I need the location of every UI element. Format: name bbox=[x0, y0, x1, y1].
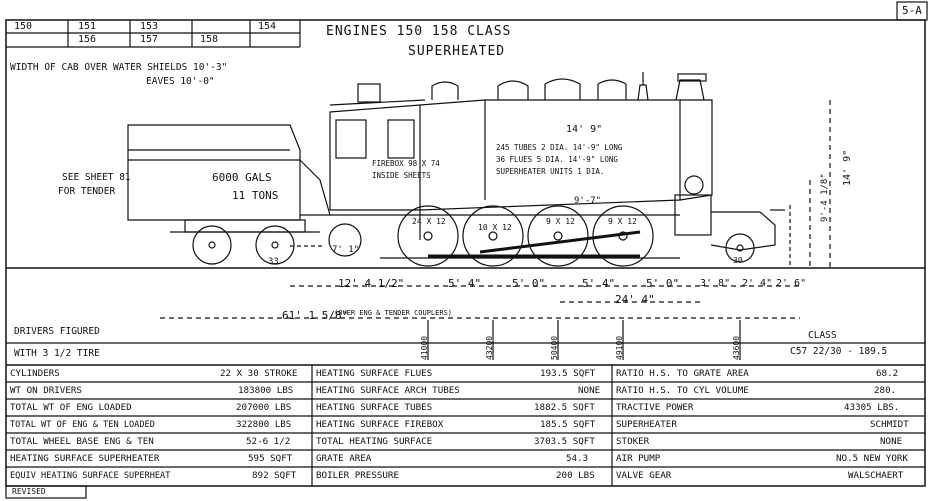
spec-value: 1882.5 SQFT bbox=[534, 402, 595, 413]
spec-value: 200 LBS bbox=[556, 470, 595, 481]
spec-value: 280. bbox=[874, 385, 897, 396]
overall-length-dim: 61' 1 5/8" bbox=[282, 309, 349, 322]
wheelbase-dim: 2' 4" bbox=[742, 278, 773, 289]
cab-width-note: WIDTH OF CAB OVER WATER SHIELDS 10'-3" bbox=[10, 62, 228, 73]
spec-value: NONE bbox=[578, 385, 601, 396]
spec-value: NONE bbox=[880, 436, 903, 447]
axle-load: 43600 bbox=[732, 335, 741, 360]
wheelbase-dim: 5' 0" bbox=[646, 277, 680, 290]
spec-label: VALVE GEAR bbox=[616, 470, 672, 481]
spec-label: TOTAL HEATING SURFACE bbox=[316, 436, 433, 447]
drivers-note: DRIVERS FIGURED bbox=[14, 326, 100, 337]
wheelbase-dim: 5' 4" bbox=[582, 277, 616, 290]
wheelbase-dim: 3' 8" bbox=[700, 278, 731, 289]
engine-number: 153 bbox=[140, 21, 159, 32]
spec-label: WT ON DRIVERS bbox=[10, 385, 82, 396]
firebox-note: FIREBOX 98 X 74 bbox=[372, 159, 440, 168]
engine-number: 157 bbox=[140, 34, 159, 45]
driver-label: 9 X 12 bbox=[608, 217, 637, 226]
drivers-tire-note: WITH 3 1/2 TIRE bbox=[14, 348, 100, 359]
spec-value: 892 SQFT bbox=[252, 470, 297, 481]
engine-number: 154 bbox=[258, 21, 277, 32]
boiler-height-dim: 9'-4 1/8" bbox=[820, 173, 830, 222]
spec-value: NO.5 NEW YORK bbox=[836, 453, 908, 464]
spec-label: RATIO H.S. TO CYL VOLUME bbox=[616, 385, 749, 396]
engine-number: 158 bbox=[200, 34, 219, 45]
wheelbase-dim: 2' 6" bbox=[776, 278, 807, 289]
driver-label: 9 X 12 bbox=[546, 217, 575, 226]
spec-value: 22 X 30 STROKE bbox=[220, 368, 298, 379]
spec-value: SCHMIDT bbox=[870, 419, 909, 430]
spec-label: HEATING SURFACE FIREBOX bbox=[316, 419, 444, 430]
spec-label: SUPERHEATER bbox=[616, 419, 677, 430]
engine-number: 150 bbox=[14, 21, 33, 32]
spec-label: GRATE AREA bbox=[316, 453, 372, 464]
tender-wheel-dia: 33 bbox=[268, 257, 279, 267]
drawing-subtitle: SUPERHEATED bbox=[408, 44, 506, 59]
spec-value: 207000 LBS bbox=[236, 402, 292, 413]
spec-label: TOTAL WHEEL BASE ENG & TEN bbox=[10, 436, 154, 447]
spec-value: 322800 LBS bbox=[236, 419, 292, 430]
axle-load: 41000 bbox=[420, 335, 429, 360]
spec-value: 193.5 SQFT bbox=[540, 368, 596, 379]
spec-label: EQUIV HEATING SURFACE SUPERHEAT bbox=[10, 471, 171, 481]
tender-rear-dim: 7' 1" bbox=[332, 245, 360, 255]
see-sheet-note: SEE SHEET 81 bbox=[62, 172, 131, 183]
firebox-sheets-note: INSIDE SHEETS bbox=[372, 171, 431, 180]
spec-label: HEATING SURFACE TUBES bbox=[316, 402, 433, 413]
class-label: CLASS bbox=[808, 330, 837, 341]
eaves-note: EAVES 10'-0" bbox=[146, 76, 215, 87]
spec-value: 185.5 SQFT bbox=[540, 419, 596, 430]
spec-value: 54.3 bbox=[566, 453, 589, 464]
spec-label: TOTAL WT OF ENG & TEN LOADED bbox=[10, 420, 155, 430]
flues-note: 36 FLUES 5 DIA. 14'-9" LONG bbox=[496, 155, 618, 164]
tender-to-driver-dim: 12' 4 1/2" bbox=[338, 277, 405, 290]
spec-label: HEATING SURFACE FLUES bbox=[316, 368, 433, 379]
tender-capacity: 6000 GALS bbox=[212, 171, 272, 184]
spec-value: 3703.5 SQFT bbox=[534, 436, 595, 447]
tubes-note: 245 TUBES 2 DIA. 14'-9" LONG bbox=[496, 143, 623, 152]
superheater-note: SUPERHEATER UNITS 1 DIA. bbox=[496, 167, 605, 176]
over-couplers-note: (OVER ENG & TENDER COUPLERS) bbox=[334, 309, 453, 317]
engine-number: 156 bbox=[78, 34, 97, 45]
for-tender-note: FOR TENDER bbox=[58, 186, 116, 197]
driver-label: 10 X 12 bbox=[478, 223, 512, 232]
spec-value: 183800 LBS bbox=[238, 385, 294, 396]
drawing-title: ENGINES 150 158 CLASS bbox=[326, 24, 512, 39]
spec-value: 52-6 1/2 bbox=[246, 436, 291, 447]
sheet-number: 5-A bbox=[902, 4, 922, 17]
revised-label: REVISED bbox=[12, 487, 46, 496]
spec-label: RATIO H.S. TO GRATE AREA bbox=[616, 368, 749, 379]
spec-value: WALSCHAERT bbox=[848, 470, 904, 481]
spec-label: HEATING SURFACE ARCH TUBES bbox=[316, 385, 460, 396]
spec-label: STOKER bbox=[616, 436, 650, 447]
firebox-height-dim: 9'-7" bbox=[574, 196, 602, 206]
axle-load: 49100 bbox=[615, 335, 624, 360]
spec-label: BOILER PRESSURE bbox=[316, 470, 399, 481]
tube-length-dim: 14' 9" bbox=[566, 124, 603, 135]
pilot-wheel-dia: 30 bbox=[733, 256, 743, 265]
axle-load: 43200 bbox=[485, 335, 494, 360]
spec-label: CYLINDERS bbox=[10, 368, 60, 379]
spec-label: TOTAL WT OF ENG LOADED bbox=[10, 402, 132, 413]
spec-label: HEATING SURFACE SUPERHEATER bbox=[10, 453, 160, 464]
tender-coal: 11 TONS bbox=[232, 189, 279, 202]
total-height-dim: 14' 9" bbox=[842, 149, 853, 186]
spec-value: 595 SQFT bbox=[248, 453, 293, 464]
spec-value: 43305 LBS. bbox=[844, 402, 900, 413]
spec-label: TRACTIVE POWER bbox=[616, 402, 694, 413]
driver-label: 24 X 12 bbox=[412, 217, 446, 226]
spec-label: AIR PUMP bbox=[616, 453, 661, 464]
axle-load: 50400 bbox=[550, 335, 559, 360]
class-value: C57 22/30 - 189.5 bbox=[790, 346, 888, 357]
wheelbase-dim: 5' 0" bbox=[512, 277, 546, 290]
engine-number: 151 bbox=[78, 21, 97, 32]
engine-wheelbase-dim: 24' 4" bbox=[615, 293, 655, 306]
spec-value: 68.2 bbox=[876, 368, 899, 379]
wheelbase-dim: 5' 4" bbox=[448, 277, 482, 290]
